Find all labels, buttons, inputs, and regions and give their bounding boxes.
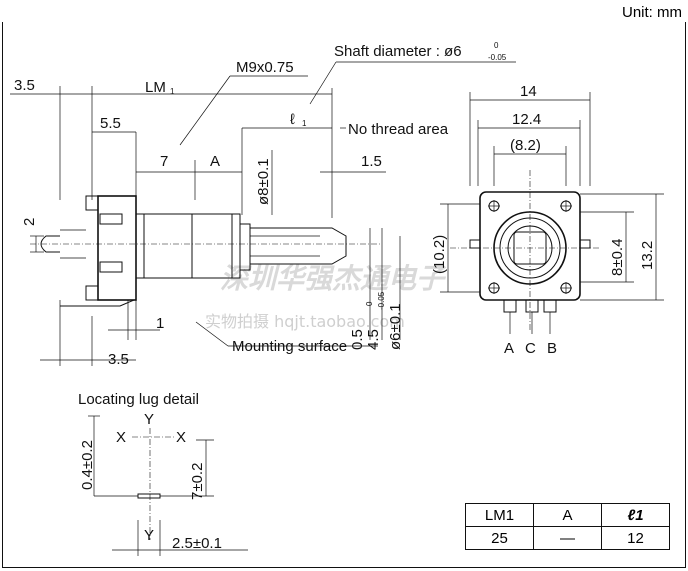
dim-3-5-bottom: 3.5 [108,351,129,368]
watermark-text: 深圳华强杰通电子 [220,262,447,295]
spec-header-l1: ℓ1 [601,503,670,527]
spec-value-l1: 12 [601,526,670,550]
dim-0-5: 0.5 [349,329,366,350]
lug-dim-25: 2.5±0.1 [172,535,222,552]
lug-x-right: X [176,429,186,446]
spec-header-a: A [533,503,602,527]
watermark-subtext: 实物拍摄 hqjt.taobao.com [205,312,405,331]
dim-14: 14 [520,83,537,100]
dim-phi8: ø8±0.1 [255,158,272,205]
spec-header-row: LM1 A ℓ1 [465,503,670,527]
dim-3-5-top: 3.5 [14,77,35,94]
no-thread-label: No thread area [348,121,449,138]
dim-4-5-tol-lower: -0.05 [377,291,386,310]
lug-detail-title: Locating lug detail [78,391,199,408]
dim-4-5-tol-upper: 0 [365,301,374,306]
shaft-tol-lower: -0.05 [488,53,507,62]
dim-12-4: 12.4 [512,111,541,128]
shaft-tol-upper: 0 [494,41,499,50]
dim-4-5: 4.5 [365,329,382,350]
lug-detail: Locating lug detail Y X X 0.4±0.2 7±0.2 … [78,391,248,556]
dim-l1: ℓ [290,111,295,128]
spec-value-lm1: 25 [465,526,534,550]
spec-header-lm1: LM1 [465,503,534,527]
dim-7: 7 [160,153,168,170]
spec-value-row: 25 — 12 [465,526,670,550]
front-view: 14 12.4 (8.2) [431,83,664,357]
dim-l1-sub: 1 [302,119,307,128]
dim-a: A [210,153,220,170]
drawing-frame [2,22,686,568]
lug-dim-04: 0.4±0.2 [79,440,96,490]
lug-y-bottom: Y [144,527,154,544]
side-view: 3.5 LM 1 M9x0.75 Shaft diameter : ø6 0 -… [10,41,516,368]
dim-2: 2 [21,218,38,226]
dim-1: 1 [156,315,164,332]
pin-c: C [525,340,536,357]
unit-label: Unit: mm [622,4,682,21]
pin-b: B [547,340,557,357]
lug-dim-7: 7±0.2 [189,463,206,500]
dim-1-5: 1.5 [361,153,382,170]
pin-a: A [504,340,514,357]
dim-13-2: 13.2 [639,241,656,270]
dim-8-0-4: 8±0.4 [609,239,626,276]
dim-phi6: ø6±0.1 [387,303,404,350]
dim-10-2: (10.2) [431,235,448,274]
mounting-surface-label: Mounting surface [232,338,347,355]
spec-table: LM1 A ℓ1 25 — 12 [465,503,670,550]
lug-y-top: Y [144,411,154,428]
shaft-diameter-label: Shaft diameter : ø6 [334,43,462,60]
dim-5-5: 5.5 [100,115,121,132]
lug-x-left: X [116,429,126,446]
dim-lm1-sub: 1 [170,87,175,96]
m9-label: M9x0.75 [236,59,294,76]
dim-8-2: (8.2) [510,137,541,154]
spec-value-a: — [533,526,602,550]
dim-lm1: LM [145,79,166,96]
